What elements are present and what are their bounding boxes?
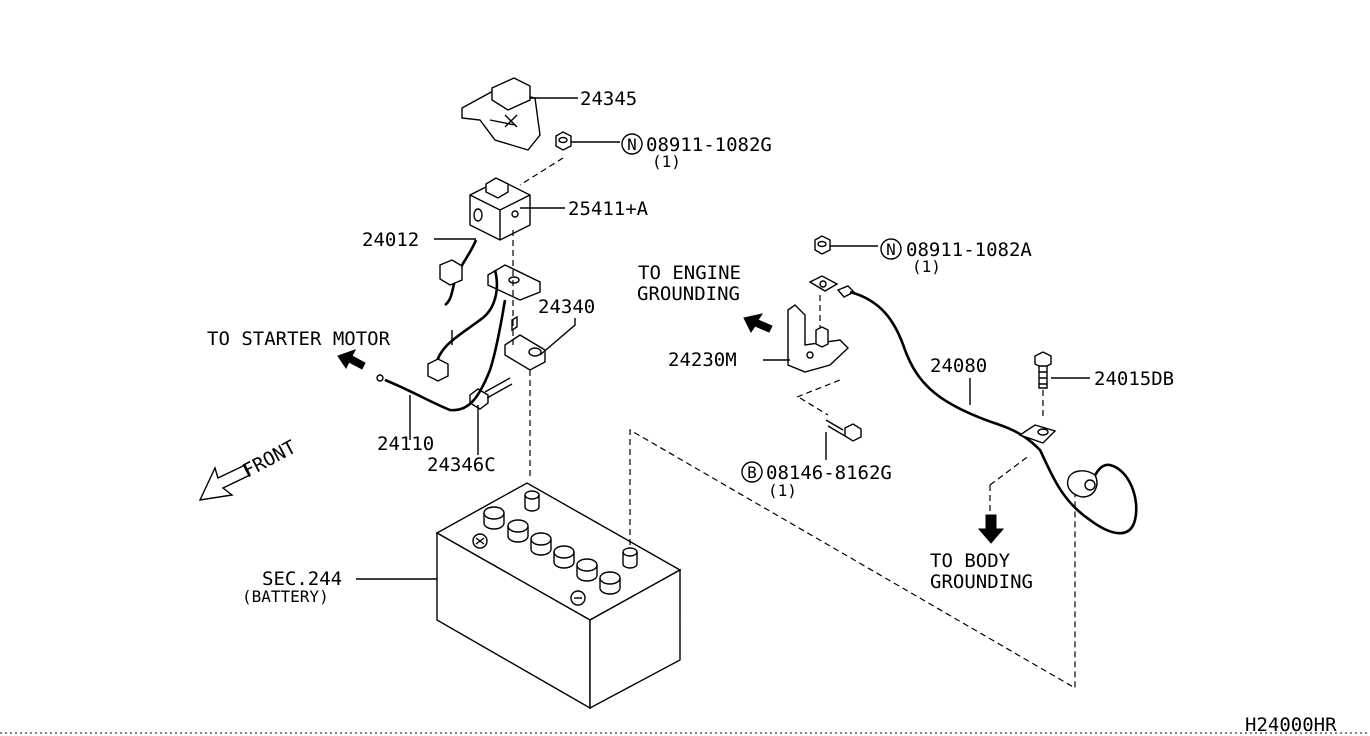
label-24080: 24080 <box>930 355 987 377</box>
note-to-engine-2: GROUNDING <box>637 283 740 305</box>
note-to-starter-motor: TO STARTER MOTOR <box>207 328 391 350</box>
harness-24012 <box>427 239 499 382</box>
arrow-to-starter <box>337 349 366 370</box>
qty-08911-1082G: (1) <box>652 152 681 171</box>
guide-lines <box>512 157 1076 690</box>
leader-lines <box>356 97 1090 580</box>
note-front: FRONT <box>239 436 300 482</box>
symbol-n-2: N <box>886 240 896 259</box>
label-24345: 24345 <box>580 88 637 110</box>
nut-08911-1082A <box>814 235 831 255</box>
label-24015DB: 24015DB <box>1094 368 1174 390</box>
label-25411: 25411+A <box>568 198 649 220</box>
terminal-cover-24345 <box>461 77 541 151</box>
label-24012: 24012 <box>362 229 419 251</box>
label-08911-1082A: 08911-1082A <box>906 239 1032 261</box>
harness-24110 <box>376 299 507 412</box>
bracket-24230M <box>787 304 850 373</box>
note-to-body-1: TO BODY <box>930 550 1011 572</box>
battery <box>435 482 682 710</box>
qty-08146-8162G: (1) <box>768 481 797 500</box>
bracket-24340 <box>487 264 546 371</box>
bolt-24015DB <box>1034 351 1052 389</box>
label-24230M: 24230M <box>668 349 737 371</box>
bolt-08146 <box>825 419 862 442</box>
label-24346C: 24346C <box>427 454 496 476</box>
label-08146-8162G: 08146-8162G <box>766 462 892 484</box>
arrow-to-engine <box>743 313 773 333</box>
note-to-body-2: GROUNDING <box>930 571 1033 593</box>
arrow-to-body <box>977 514 1005 544</box>
nut-08911-1082G <box>555 131 572 151</box>
label-sec244: SEC.244 <box>262 568 342 590</box>
front-arrow <box>198 464 251 501</box>
note-to-engine-1: TO ENGINE <box>638 262 741 284</box>
symbol-n-1: N <box>627 135 637 154</box>
label-battery: (BATTERY) <box>242 587 329 606</box>
label-08911-1082G: 08911-1082G <box>646 134 772 156</box>
ground-cable-24080 <box>808 275 1138 535</box>
symbol-b-1: B <box>747 463 757 482</box>
fusible-link-25411 <box>469 177 531 241</box>
bolt-24346C <box>469 377 513 410</box>
qty-08911-1082A: (1) <box>912 257 941 276</box>
label-24110: 24110 <box>377 433 434 455</box>
diagram-code: H24000HR <box>1245 714 1337 736</box>
label-24340: 24340 <box>538 296 595 318</box>
